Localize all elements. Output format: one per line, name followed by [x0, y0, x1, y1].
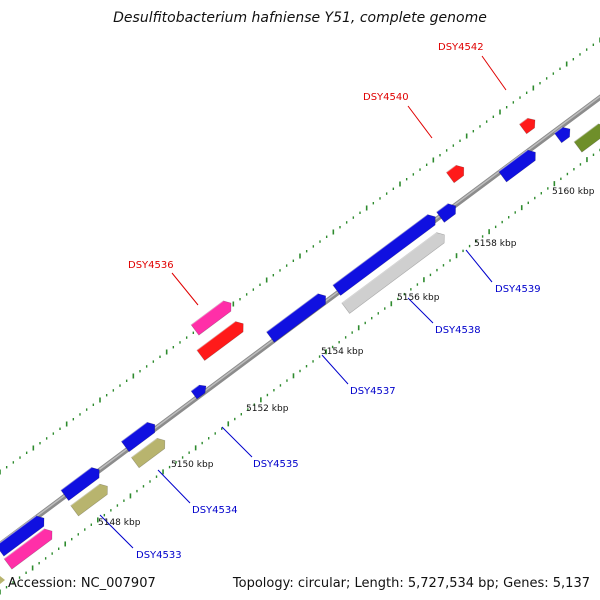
gene-block-blue: [332, 214, 436, 296]
gene-block-red: [445, 164, 465, 184]
gene-label-dsy4534: DSY4534: [192, 505, 238, 516]
map-title: Desulfitobacterium hafniense Y51, comple…: [113, 10, 487, 26]
gene-block-blue-shine: [0, 515, 37, 544]
leader-dsy4539: [465, 249, 493, 283]
gene-block-red: [196, 321, 244, 361]
tick-label-5152: 5152 kbp: [246, 404, 289, 414]
leader-dsy4537: [321, 354, 349, 385]
gene-block-blue-shine: [332, 214, 428, 286]
gene-block-blue: [498, 149, 536, 183]
feature-layer: [0, 117, 600, 570]
leader-dsy4535: [221, 426, 253, 458]
summary-text: Topology: circular; Length: 5,727,534 bp…: [232, 576, 590, 591]
gene-label-dsy4537: DSY4537: [350, 386, 396, 397]
gene-label-dsy4538: DSY4538: [435, 325, 481, 336]
leader-dsy4534: [157, 469, 191, 504]
gene-block-pink: [190, 300, 232, 336]
tick-label-layer: 5148 kbp 5150 kbp 5152 kbp 5154 kbp 5156 kbp…: [98, 187, 595, 528]
tick-label-5156: 5156 kbp: [397, 293, 440, 303]
tick-label-5150: 5150 kbp: [171, 460, 214, 470]
gene-label-dsy4533: DSY4533: [136, 550, 182, 561]
gene-block-pink-shine: [190, 300, 224, 326]
gene-block-blue: [60, 467, 100, 501]
gene-label-dsy4539: DSY4539: [495, 284, 541, 295]
gene-block-gray-shine: [341, 232, 437, 304]
gene-block-blue: [0, 515, 45, 557]
gene-block-pink: [3, 528, 53, 570]
label-leaders: [99, 55, 507, 549]
gene-label-dsy4536: DSY4536: [128, 260, 174, 271]
gene-block-blue: [436, 203, 456, 223]
accession-text: Accession: NC_007907: [8, 576, 156, 591]
gene-block-green-shine: [573, 123, 599, 143]
gene-block-red-shine: [196, 320, 236, 351]
gene-block-blue: [190, 384, 207, 400]
gene-block-blue-shine: [554, 126, 563, 134]
gene-block-blue-shine: [436, 203, 449, 213]
gene-block-red: [518, 117, 536, 135]
legend-footer: Accession: NC_007907 Topology: circular;…: [0, 576, 590, 591]
leader-dsy4540: [407, 105, 433, 139]
leader-dsy4542: [481, 55, 507, 91]
gene-block-blue: [120, 421, 156, 453]
gene-block-blue-shine: [120, 421, 148, 442]
gene-block-red-shine: [445, 164, 457, 173]
gene-block-blue-shine: [60, 466, 92, 491]
gene-block-blue: [266, 293, 326, 343]
gene-block-olive-shine: [130, 437, 158, 458]
gene-block-olive: [130, 437, 166, 469]
gene-block-olive-shine: [70, 483, 100, 507]
gene-label-dsy4535: DSY4535: [253, 459, 299, 470]
leader-dsy4536: [171, 272, 199, 306]
gene-block-blue-shine: [190, 384, 200, 392]
inner-tick-track: [0, 148, 600, 595]
gene-label-dsy4540: DSY4540: [363, 92, 409, 103]
leader-dsy4538: [407, 297, 434, 324]
gene-block-pink-shine: [3, 528, 45, 560]
accession-marker-icon: [0, 576, 5, 584]
leader-dsy4533: [99, 514, 134, 549]
gene-block-olive: [70, 483, 108, 517]
gene-block-green: [573, 123, 600, 153]
gene-block-red-shine: [519, 117, 528, 125]
outer-tick-track: [0, 37, 600, 475]
tick-label-5154: 5154 kbp: [321, 347, 364, 357]
gene-label-dsy4542: DSY4542: [438, 42, 484, 53]
tick-label-5148: 5148 kbp: [98, 518, 141, 528]
gene-block-blue-shine: [498, 149, 528, 173]
gene-block-blue-shine: [266, 293, 319, 333]
tick-label-5160: 5160 kbp: [552, 187, 595, 197]
tick-label-5158: 5158 kbp: [474, 239, 517, 249]
gene-block-blue: [553, 126, 571, 144]
gene-block-gray: [341, 232, 445, 314]
